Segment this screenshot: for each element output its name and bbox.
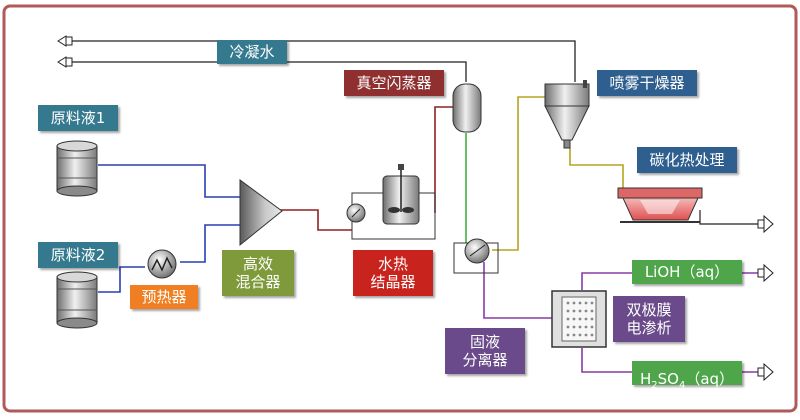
carbonization-output-line — [699, 210, 758, 225]
condensate-lines — [70, 40, 576, 82]
electrodialysis-label: 双极膜 电渗析 — [613, 296, 685, 342]
separator-label: 固液 分离器 — [445, 328, 525, 374]
crystallizer-lines — [280, 106, 455, 231]
lioh-text: LiOH（aq） — [644, 263, 730, 281]
crystallizer-label: 水热 结晶器 — [353, 250, 433, 296]
h2so4-so: SO — [657, 369, 679, 388]
spray-dryer-symbol — [544, 80, 590, 149]
h2so4-label: H2SO4（aq） — [632, 361, 742, 391]
preheater-symbol — [147, 249, 177, 279]
output-arrows — [757, 214, 774, 382]
h2so4-h: H — [639, 369, 652, 388]
flash-drum-symbol — [452, 83, 482, 133]
h2so4-sub2: 2 — [651, 379, 658, 391]
condensate-label: 冷凝水 — [217, 40, 287, 64]
h2so4-text: H2SO4（aq） — [640, 352, 734, 395]
electrodialysis-symbol — [551, 290, 607, 348]
lioh-label: LiOH（aq） — [632, 260, 742, 284]
dryer-lines — [492, 96, 624, 251]
mixer-symbol — [239, 179, 283, 247]
spray-dryer-label: 喷雾干燥器 — [597, 70, 697, 96]
diagram-border — [2, 4, 798, 413]
flash-label: 真空闪蒸器 — [344, 70, 444, 96]
h2so4-aq: （aq） — [685, 369, 735, 388]
separator-symbol — [453, 238, 499, 274]
h2so4-sub4: 4 — [678, 379, 686, 391]
mixer-label: 高效 混合器 — [222, 250, 294, 296]
crystallizer-symbol — [346, 164, 436, 240]
preheater-label: 预热器 — [130, 285, 198, 309]
carbonization-symbol — [617, 187, 703, 223]
carbonization-label: 碳化热处理 — [637, 147, 737, 173]
feed-tank-1 — [56, 140, 98, 197]
feed-lines — [98, 164, 240, 293]
feed1-label: 原料液1 — [38, 105, 118, 131]
condensate-arrows — [57, 35, 73, 68]
feed-tank-2 — [56, 271, 98, 329]
feed2-label: 原料液2 — [38, 242, 118, 268]
